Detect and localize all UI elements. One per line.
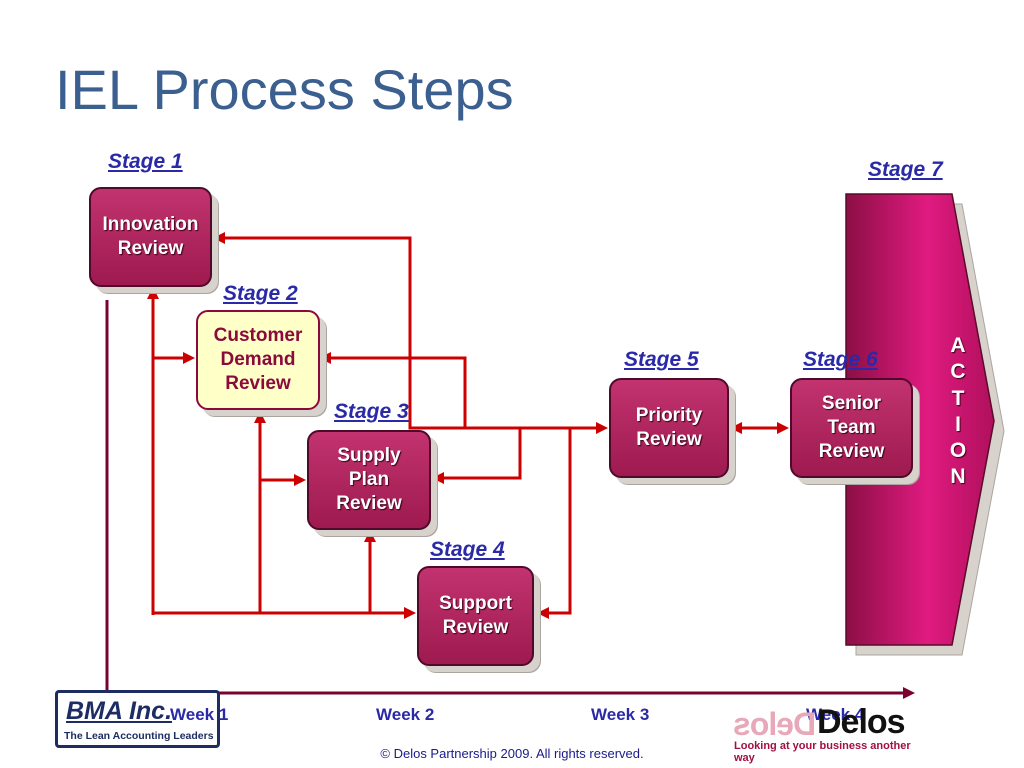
bma-logo-name: BMA Inc.	[66, 697, 173, 725]
stage-6-label: Stage 6	[803, 348, 878, 371]
stage-2-label: Stage 2	[223, 282, 298, 305]
delos-logo-brand: Delos	[817, 703, 906, 741]
week-2-label: Week 2	[376, 705, 435, 724]
arrow-feedback-supply	[432, 428, 522, 484]
week-4-label: Week 4	[806, 705, 865, 724]
support-review-box: Support Review	[417, 566, 534, 666]
arrow-feedback-customer	[319, 352, 467, 428]
action-label: A C T I O N	[949, 334, 967, 489]
week-3-label: Week 3	[591, 705, 650, 724]
arrow-support-to-priority	[538, 422, 608, 615]
delos-logo-mirror: Delos	[734, 706, 817, 742]
copyright-footer: © Delos Partnership 2009. All rights res…	[380, 746, 644, 761]
senior-team-review-box: Senior Team Review	[790, 378, 913, 478]
bma-logo-tagline: The Lean Accounting Leaders	[64, 730, 214, 742]
arrow-feedback-innovation	[213, 232, 580, 430]
stage-1-label: Stage 1	[108, 150, 183, 173]
innovation-review-box: Innovation Review	[89, 187, 212, 287]
action-chevron	[845, 193, 995, 646]
supply-plan-review-box: Supply Plan Review	[307, 430, 431, 530]
stage-3-label: Stage 3	[334, 400, 409, 423]
customer-demand-review-box: Customer Demand Review	[196, 310, 320, 410]
delos-logo-slogan: Looking at your business another way	[734, 740, 911, 764]
stage-4-label: Stage 4	[430, 538, 505, 561]
stage-7-label: Stage 7	[868, 158, 943, 181]
delos-logo: Delos Delos Looking at your business ano…	[734, 703, 934, 764]
week-1-label: Week 1	[170, 705, 229, 724]
priority-review-box: Priority Review	[609, 378, 729, 478]
stage-5-label: Stage 5	[624, 348, 699, 371]
slide-title: IEL Process Steps	[55, 58, 514, 121]
bma-logo: BMA Inc. The Lean Accounting Leaders	[55, 690, 220, 748]
